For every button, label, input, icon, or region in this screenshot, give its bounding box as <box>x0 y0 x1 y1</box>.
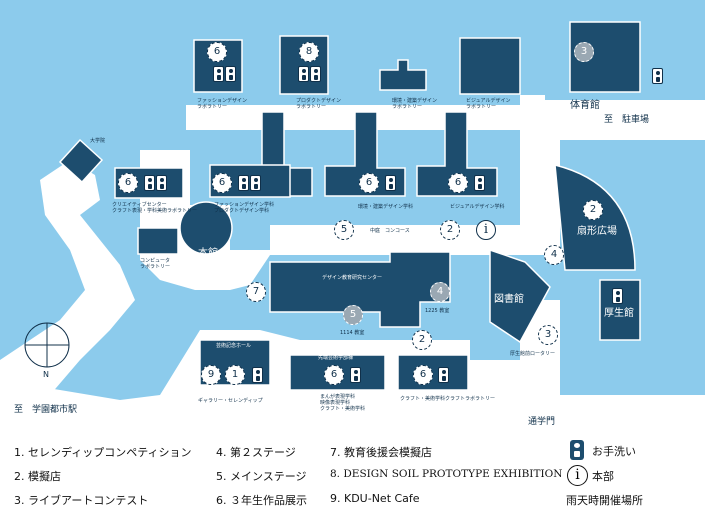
parking-label: 至 駐車場 <box>604 115 650 125</box>
fashion-dept-label: ファッションデザイン学科プロダクトデザイン学科 <box>214 202 275 214</box>
marker-4[interactable]: 4 <box>544 245 564 265</box>
marker-3[interactable]: 3 <box>538 325 558 345</box>
north-label: N <box>43 370 49 379</box>
room-1114-label: 1114 教室 <box>340 330 365 336</box>
legend-item-5: 5. メインステージ <box>216 470 307 483</box>
legend-item-7: 7. 教育後援会模擬店 <box>330 446 432 459</box>
restroom-icon <box>438 367 449 383</box>
gallery-label: ギャラリー・セレンディップ <box>198 398 263 404</box>
product-lab-label: プロダクトデザインラボラトリー <box>296 98 342 110</box>
legend: 1. セレンディップコンペティション 2. 模擬店 3. ライブアートコンテスト… <box>0 430 705 508</box>
marker-9[interactable]: 9 <box>201 365 221 385</box>
legend-item-1: 1. セレンディップコンペティション <box>14 446 192 459</box>
marker-2[interactable]: 2 <box>583 200 603 220</box>
restroom-icon <box>385 175 396 191</box>
info-marker[interactable]: i <box>476 220 496 240</box>
marker-3[interactable]: 3 <box>574 42 594 62</box>
station-label: 至 学園都市駅 <box>14 405 78 415</box>
hq-legend-icon: i <box>567 465 588 486</box>
marker-6[interactable]: 6 <box>118 173 138 193</box>
campus-map: 体育館 本館 図書館 扇形広場 厚生館 デザイン教育研究センター 大学院 ファッ… <box>0 0 705 428</box>
rotary-label: 厚生館前ロータリー <box>510 351 556 357</box>
marker-8[interactable]: 8 <box>299 42 319 62</box>
marker-6[interactable]: 6 <box>359 173 379 193</box>
graduate-school-label: 大学院 <box>90 138 106 144</box>
marker-5[interactable]: 5 <box>343 305 363 325</box>
creative-center-label: クリエイティブセンタークラフト表現・学科美術ラボラトリー <box>112 202 198 214</box>
env-dept-label: 環境・建築デザイン学科 <box>358 204 414 210</box>
legend-item-3: 3. ライブアートコンテスト <box>14 494 149 507</box>
restroom-icon <box>144 175 155 191</box>
marker-7[interactable]: 7 <box>246 282 266 302</box>
craft-lab-label: クラフト・美術学科クラフトラボラトリー <box>400 396 496 402</box>
marker-6[interactable]: 6 <box>212 173 232 193</box>
env-lab-label: 環境・建築デザインラボラトリー <box>392 98 438 110</box>
fashion-lab-label: ファッションデザインラボラトリー <box>197 98 248 110</box>
legend-item-2: 2. 模擬店 <box>14 470 61 483</box>
central-concourse-label: 中庭 コンコース <box>370 228 410 234</box>
restroom-icon <box>652 68 663 84</box>
restroom-icon <box>474 175 485 191</box>
legend-item-6: 6. ３年生作品展示 <box>216 494 307 507</box>
restroom-icon <box>250 175 261 191</box>
art-hall-label: 芸術記念ホール <box>216 343 252 349</box>
welfare-hall-label: 厚生館 <box>604 308 634 319</box>
legend-hq: 本部 <box>592 470 614 483</box>
marker-5[interactable]: 5 <box>334 220 354 240</box>
room-1225-label: 1225 教室 <box>425 308 450 314</box>
restroom-icon <box>298 66 309 82</box>
fan-plaza-label: 扇形広場 <box>577 226 617 237</box>
marker-6[interactable]: 6 <box>207 42 227 62</box>
computer-lab-label: コンピュータラボラトリー <box>140 258 171 270</box>
restroom-icon <box>350 367 361 383</box>
visual-dept-label: ビジュアルデザイン学科 <box>450 204 505 210</box>
main-building-label: 本館 <box>198 248 218 259</box>
restroom-icon <box>238 175 249 191</box>
restroom-icon <box>225 66 236 82</box>
marker-2[interactable]: 2 <box>412 330 432 350</box>
main-gate-label: 通学門 <box>528 417 556 427</box>
library-label: 図書館 <box>494 294 524 305</box>
marker-4[interactable]: 4 <box>430 282 450 302</box>
advanced-dept-label: 先端芸術学部棟 <box>318 355 354 361</box>
advanced-sub-label: まんが表現学科映像表現学科クラフト・美術学科 <box>320 394 366 412</box>
map-drawing <box>0 21 705 428</box>
legend-item-9: 9. KDU-Net Cafe <box>330 492 420 505</box>
marker-2[interactable]: 2 <box>440 220 460 240</box>
marker-1[interactable]: 1 <box>225 365 245 385</box>
restroom-icon <box>310 66 321 82</box>
legend-rain: 雨天時開催場所 <box>566 494 643 507</box>
restroom-icon <box>213 66 224 82</box>
marker-6[interactable]: 6 <box>413 365 433 385</box>
restroom-icon <box>252 367 263 383</box>
marker-6[interactable]: 6 <box>448 173 468 193</box>
restroom-icon <box>156 175 167 191</box>
marker-6[interactable]: 6 <box>324 365 344 385</box>
restroom-icon <box>612 288 623 304</box>
visual-lab-label: ビジュアルデザインラボラトリー <box>466 98 511 110</box>
legend-item-4: 4. 第２ステージ <box>216 446 296 459</box>
restroom-legend-icon <box>570 440 584 460</box>
gymnasium-label: 体育館 <box>570 100 600 111</box>
legend-item-8: 8. DESIGN SOIL PROTOTYPE EXHIBITION <box>330 468 563 480</box>
design-center-label: デザイン教育研究センター <box>322 275 383 281</box>
legend-restroom: お手洗い <box>592 445 636 458</box>
